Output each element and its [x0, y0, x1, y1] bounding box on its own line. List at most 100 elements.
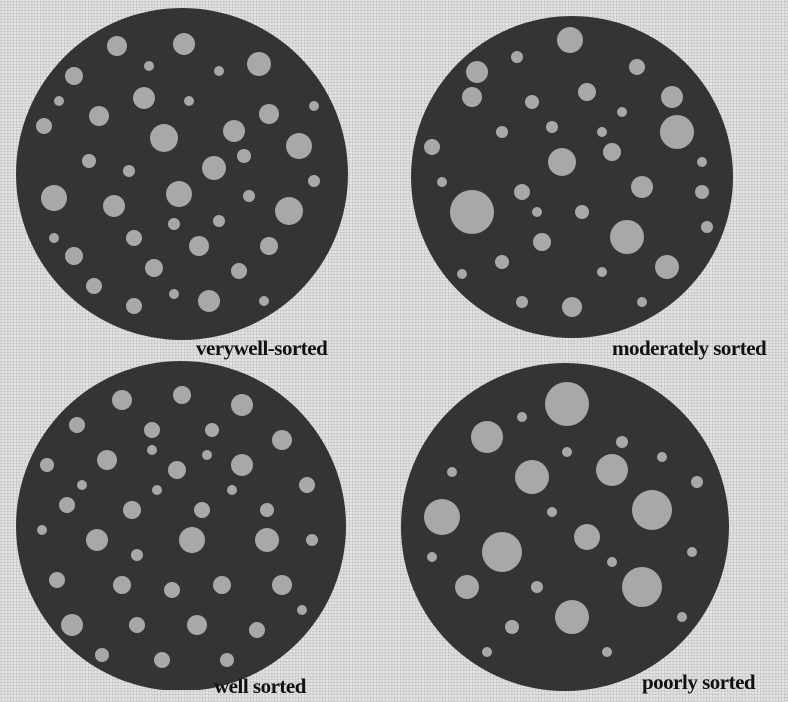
- label-poorly-sorted: poorly sorted: [642, 670, 755, 695]
- grain: [677, 612, 687, 622]
- grain: [112, 390, 132, 410]
- grain-disk-very-well-sorted: [14, 6, 350, 342]
- grain: [547, 507, 557, 517]
- grain: [575, 205, 589, 219]
- grain: [65, 247, 83, 265]
- grain: [123, 501, 141, 519]
- grain: [213, 576, 231, 594]
- grain: [548, 148, 576, 176]
- grain: [622, 567, 662, 607]
- grain: [168, 461, 186, 479]
- label-well-sorted: well sorted: [214, 674, 306, 699]
- grain: [701, 221, 713, 233]
- grain: [597, 127, 607, 137]
- grain: [603, 143, 621, 161]
- grain-disk-moderately-sorted: [402, 12, 742, 338]
- grain: [697, 157, 707, 167]
- grain: [297, 605, 307, 615]
- grain: [147, 445, 157, 455]
- grain: [259, 104, 279, 124]
- grain: [144, 422, 160, 438]
- grain: [231, 263, 247, 279]
- grain: [447, 467, 457, 477]
- grain: [616, 436, 628, 448]
- grain: [69, 417, 85, 433]
- grain: [632, 490, 672, 530]
- grain: [187, 615, 207, 635]
- grain: [660, 115, 694, 149]
- grain: [237, 149, 251, 163]
- grain: [546, 121, 558, 133]
- grain: [213, 215, 225, 227]
- grain: [36, 118, 52, 134]
- grain: [107, 36, 127, 56]
- grain: [131, 549, 143, 561]
- grain: [77, 480, 87, 490]
- grain: [457, 269, 467, 279]
- grain: [525, 95, 539, 109]
- grain: [133, 87, 155, 109]
- grain: [545, 382, 589, 426]
- grain: [223, 120, 245, 142]
- grain: [86, 278, 102, 294]
- grain: [515, 460, 549, 494]
- grain: [150, 124, 178, 152]
- grain: [202, 156, 226, 180]
- grain: [309, 101, 319, 111]
- grain: [275, 197, 303, 225]
- grain: [194, 502, 210, 518]
- grain: [152, 485, 162, 495]
- grain: [617, 107, 627, 117]
- grain: [97, 450, 117, 470]
- grain: [113, 576, 131, 594]
- grain: [691, 476, 703, 488]
- grain: [610, 220, 644, 254]
- grain: [220, 653, 234, 667]
- grain: [455, 575, 479, 599]
- grain: [103, 195, 125, 217]
- disk-background: [411, 16, 733, 338]
- grain: [308, 175, 320, 187]
- grain: [198, 290, 220, 312]
- grain: [154, 652, 170, 668]
- grain: [557, 27, 583, 53]
- grain: [687, 547, 697, 557]
- grain: [299, 477, 315, 493]
- grain: [655, 255, 679, 279]
- grain: [145, 259, 163, 277]
- grain: [129, 617, 145, 633]
- grain: [602, 647, 612, 657]
- grain: [286, 133, 312, 159]
- grain: [260, 503, 274, 517]
- grain-disk-well-sorted: [12, 360, 350, 690]
- grain: [637, 297, 647, 307]
- grain: [516, 296, 528, 308]
- grain: [231, 454, 253, 476]
- grain: [82, 154, 96, 168]
- label-moderately-sorted: moderately sorted: [612, 336, 766, 361]
- grain: [562, 297, 582, 317]
- grain: [59, 497, 75, 513]
- grain: [514, 184, 530, 200]
- grain: [450, 190, 494, 234]
- grain: [272, 430, 292, 450]
- grain: [306, 534, 318, 546]
- grain: [471, 421, 503, 453]
- grain: [243, 190, 255, 202]
- grain: [495, 255, 509, 269]
- grain: [555, 600, 589, 634]
- grain: [202, 450, 212, 460]
- grain: [631, 176, 653, 198]
- grain: [227, 485, 237, 495]
- grain: [597, 267, 607, 277]
- grain: [231, 394, 253, 416]
- grain: [61, 614, 83, 636]
- grain: [126, 298, 142, 314]
- grain: [184, 96, 194, 106]
- grain: [424, 139, 440, 155]
- disk-background: [16, 8, 348, 340]
- grain: [249, 622, 265, 638]
- grain: [531, 581, 543, 593]
- grain: [661, 86, 683, 108]
- grain: [562, 447, 572, 457]
